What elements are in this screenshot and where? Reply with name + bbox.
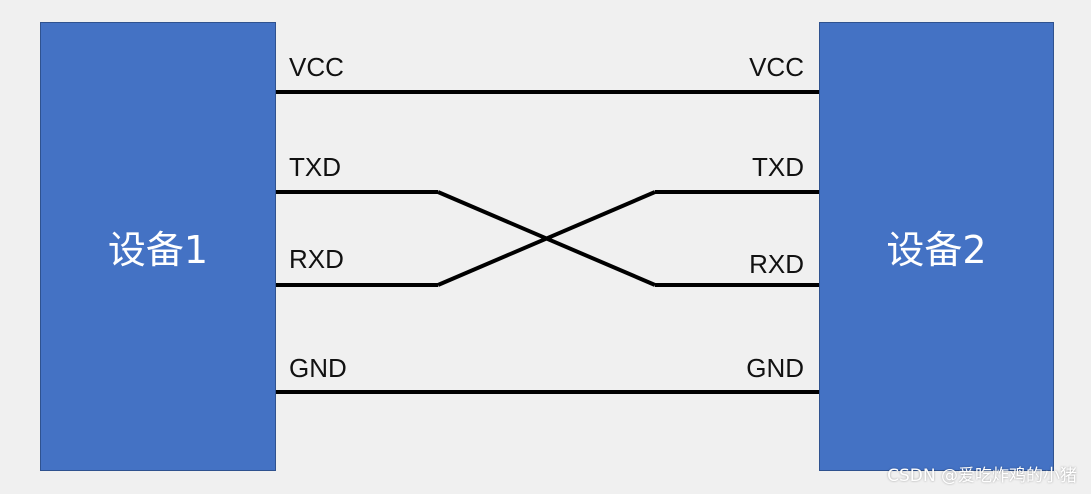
left-gnd-label: GND <box>289 353 347 383</box>
left-rxd-label: RXD <box>289 244 344 274</box>
right-txd-label: TXD <box>752 152 804 182</box>
rxd-to-txd-cross-wire <box>437 190 656 287</box>
right-vcc-label: VCC <box>749 52 804 82</box>
device-2-box: 设备2 <box>819 22 1054 471</box>
right-rxd-label: RXD <box>749 249 804 279</box>
left-vcc-label: VCC <box>289 52 344 82</box>
device-1-label: 设备1 <box>107 228 209 272</box>
device-1-box: 设备1 <box>40 22 276 471</box>
csdn-watermark: CSDN @爱吃炸鸡的小猪 <box>887 466 1077 486</box>
left-txd-label: TXD <box>289 152 341 182</box>
right-gnd-label: GND <box>746 353 804 383</box>
device-2-label: 设备2 <box>886 228 987 272</box>
